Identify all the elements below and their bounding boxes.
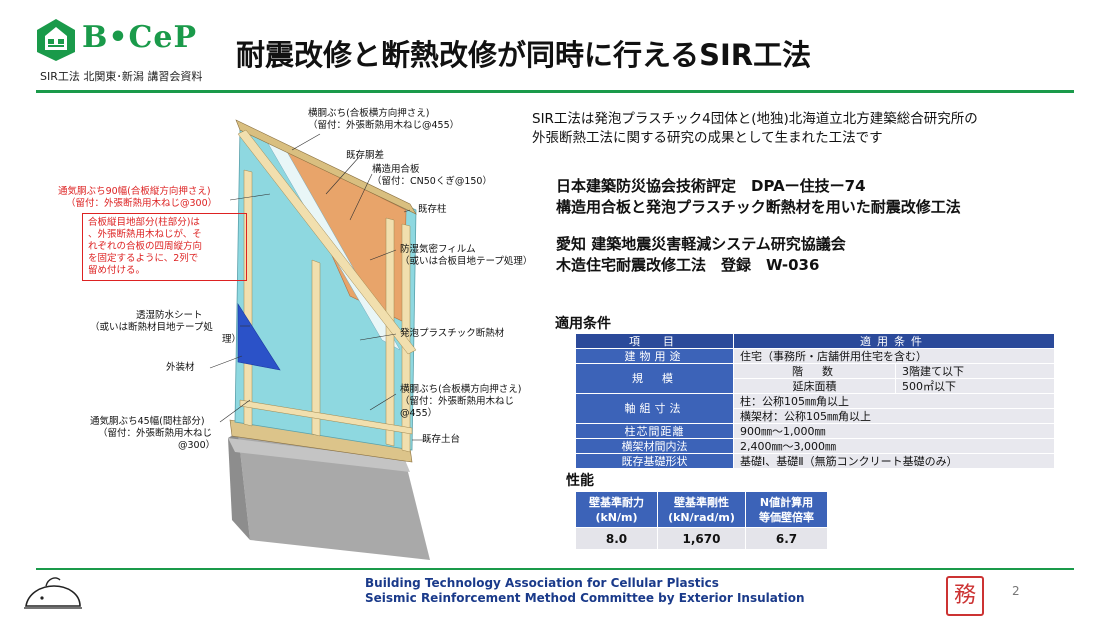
slide-title: 耐震改修と断熱改修が同時に行えるSIR工法 <box>236 38 812 72</box>
label-vapor-barrier-alt: （或いは合板目地テープ処理） <box>400 256 533 267</box>
row-sublabel: 延床面積 <box>733 378 896 394</box>
house-logo-icon <box>37 19 75 61</box>
footer-line: Seismic Reinforcement Method Committee b… <box>365 591 805 605</box>
row-value: 900㎜～1,000㎜ <box>733 423 1055 439</box>
footer-divider <box>36 568 1074 570</box>
header-text: 壁基準剛性 <box>674 495 729 509</box>
label-exterior-finish: 外装材 <box>166 362 195 373</box>
wall-construction-diagram: 横胴ぶち(合板横方向押さえ) （留付：外張断熱用木ねじ@455） 既存胴差 構造… <box>58 100 533 560</box>
footer-organization: Building Technology Association for Cell… <box>365 576 805 606</box>
label-horizontal-furring-mid: 横胴ぶち(合板横方向押さえ) <box>400 384 522 395</box>
row-sublabel: 階 数 <box>733 363 896 379</box>
row-label: 柱芯間距離 <box>575 423 734 439</box>
label-structural-plywood-fix: （留付：CN50くぎ@150） <box>372 176 492 187</box>
intro-line: SIR工法は発泡プラスチック4団体と(地独)北海道立北方建築総合研究所の <box>532 111 978 127</box>
header-text: N値計算用 <box>759 495 814 509</box>
label-horizontal-furring-top: 横胴ぶち(合板横方向押さえ) <box>308 108 430 119</box>
header-equivalent-ratio: N値計算用 等価壁倍率 <box>745 491 828 528</box>
label-breathable-sheet-alt: （或いは断熱材目地テープ処 <box>90 322 213 333</box>
cert-aichi-registration: 木造住宅耐震改修工法 登録 W-036 <box>556 256 820 274</box>
red-seal-stamp: 務 <box>946 576 984 616</box>
cert-dpa-method: 構造用合板と発泡プラスチック断熱材を用いた耐震改修工法 <box>556 198 961 216</box>
value-wall-stiffness: 1,670 <box>657 527 746 550</box>
row-value: 3階建て以下 <box>895 363 1055 379</box>
row-value: 住宅（事務所・店舗併用住宅を含む） <box>733 348 1055 364</box>
label-existing-sill: 既存土台 <box>422 434 461 445</box>
label-existing-column: 既存柱 <box>418 204 447 215</box>
table-row: 項 目 適用条件 <box>575 333 1055 349</box>
label-breathable-sheet-alt2: 理） <box>222 334 242 345</box>
header-unit: 等価壁倍率 <box>759 510 814 524</box>
wall-section-illustration <box>209 119 430 560</box>
header-item: 項 目 <box>575 333 734 349</box>
label-vent-furring-45-fix: （留付：外張断熱用木ねじ <box>98 428 213 439</box>
conditions-table: 項 目 適用条件 建物用途 住宅（事務所・店舗併用住宅を含む） 規 模 階 数 … <box>575 333 1055 469</box>
label-foam-insulation: 発泡プラスチック断熱材 <box>400 328 505 339</box>
label-vent-furring-90: 通気胴ぶち90幅(合板縦方向押さえ) <box>58 186 211 197</box>
label-horizontal-furring-top-fix: （留付：外張断熱用木ねじ@455） <box>308 120 460 131</box>
performance-title: 性能 <box>566 473 594 489</box>
performance-table: 壁基準耐力 (kN/m) 壁基準剛性 (kN/rad/m) N値計算用 等価壁倍… <box>575 491 828 550</box>
label-structural-plywood: 構造用合板 <box>372 164 420 175</box>
mascot-illustration-icon <box>24 577 82 609</box>
row-value: 横架材：公称105㎜角以上 <box>733 408 1055 424</box>
table-row: 8.0 1,670 6.7 <box>575 527 828 550</box>
table-row: 横架材：公称105㎜角以上 <box>576 408 1055 424</box>
conditions-title: 適用条件 <box>555 316 611 332</box>
header-wall-strength: 壁基準耐力 (kN/m) <box>575 491 658 528</box>
table-row: 壁基準耐力 (kN/m) 壁基準剛性 (kN/rad/m) N値計算用 等価壁倍… <box>575 491 828 528</box>
header-text: 壁基準耐力 <box>589 495 644 509</box>
row-label: 規 模 <box>575 363 734 394</box>
label-existing-girth: 既存胴差 <box>346 150 385 161</box>
row-label: 横架材間内法 <box>575 438 734 454</box>
label-horizontal-furring-mid-fix: （留付：外張断熱用木ねじ <box>400 396 515 407</box>
table-row: 規 模 階 数 3階建て以下 <box>575 363 1055 394</box>
label-breathable-sheet: 透湿防水シート <box>136 310 203 321</box>
row-value: 500㎡以下 <box>895 378 1055 394</box>
row-value: 基礎Ⅰ、基礎Ⅱ（無筋コンクリート基礎のみ） <box>733 453 1055 469</box>
note-line: 合板縦目地部分(柱部分)は <box>88 217 200 228</box>
row-value: 柱：公称105㎜角以上 <box>733 393 1055 409</box>
note-line: を固定するように、2列で <box>88 253 199 264</box>
table-row: 既存基礎形状 基礎Ⅰ、基礎Ⅱ（無筋コンクリート基礎のみ） <box>575 453 1055 469</box>
label-vapor-barrier: 防湿気密フィルム <box>400 244 476 255</box>
value-wall-strength: 8.0 <box>575 527 658 550</box>
logo-subtitle: SIR工法 北関東･新潟 講習会資料 <box>40 70 203 83</box>
table-row: 軸組寸法 柱：公称105㎜角以上 <box>575 393 1055 424</box>
cert-aichi-council: 愛知 建築地震災害軽減システム研究協議会 <box>556 235 846 253</box>
note-line: 留め付ける。 <box>88 265 146 276</box>
note-line: れぞれの合板の四周縦方向 <box>88 241 203 252</box>
table-row: 建物用途 住宅（事務所・店舗併用住宅を含む） <box>575 348 1055 364</box>
footer-line: Building Technology Association for Cell… <box>365 576 719 590</box>
row-label: 建物用途 <box>575 348 734 364</box>
label-vent-furring-90-fix: （留付：外張断熱用木ねじ@300） <box>66 198 218 209</box>
logo: B•CeP SIR工法 北関東･新潟 講習会資料 <box>36 18 226 84</box>
logo-wordmark: B•CeP <box>82 20 198 55</box>
header-condition: 適用条件 <box>733 333 1055 349</box>
header-wall-stiffness: 壁基準剛性 (kN/rad/m) <box>657 491 746 528</box>
header-unit: (kN/rad/m) <box>668 510 735 524</box>
intro-line: 外張断熱工法に関する研究の成果として生まれた工法です <box>532 130 883 146</box>
header-divider <box>36 90 1074 93</box>
cert-dpa-code: 日本建築防災協会技術評定 DPAー住技ー74 <box>556 177 866 195</box>
note-line: 、外張断熱用木ねじが、そ <box>88 229 202 240</box>
label-vent-furring-45-pitch: @300） <box>178 440 216 451</box>
plywood-joint-note: 合板縦目地部分(柱部分)は 、外張断熱用木ねじが、そ れぞれの合板の四周縦方向 … <box>82 213 247 281</box>
table-row: 柱芯間距離 900㎜～1,000㎜ <box>575 423 1055 439</box>
row-value: 2,400㎜～3,000㎜ <box>733 438 1055 454</box>
header-unit: (kN/m) <box>595 510 638 524</box>
row-label: 既存基礎形状 <box>575 453 734 469</box>
value-equivalent-ratio: 6.7 <box>745 527 828 550</box>
row-label: 軸組寸法 <box>575 393 734 424</box>
label-vent-furring-45: 通気胴ぶち45幅(間柱部分) <box>90 416 205 427</box>
page-number: 2 <box>1012 584 1020 598</box>
intro-text: SIR工法は発泡プラスチック4団体と(地独)北海道立北方建築総合研究所の 外張断… <box>532 110 978 148</box>
label-horizontal-furring-mid-pitch: @455） <box>400 408 438 419</box>
table-row: 横架材間内法 2,400㎜～3,000㎜ <box>575 438 1055 454</box>
